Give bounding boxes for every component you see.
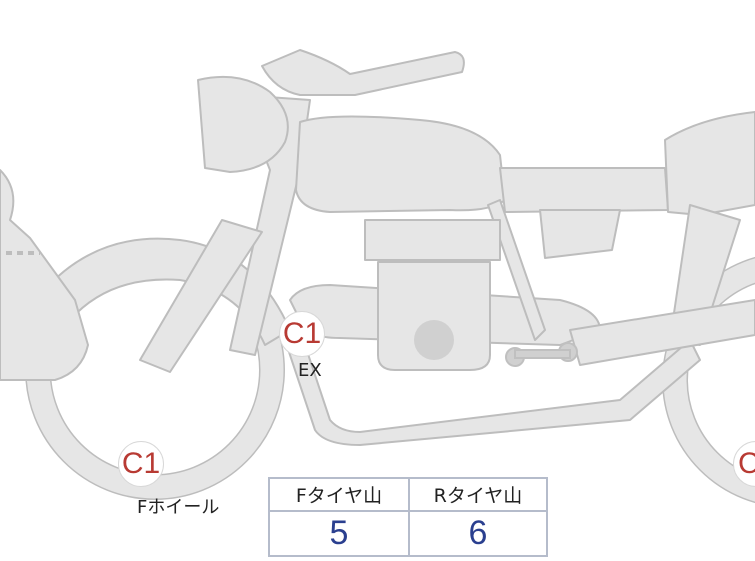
seat bbox=[499, 167, 669, 213]
frame-rear bbox=[487, 199, 546, 341]
front-edge-object bbox=[0, 169, 89, 381]
marker-front-wheel-label: Fホイール bbox=[137, 497, 220, 518]
marker-rear-wheel-code: C bbox=[738, 447, 755, 480]
table-divider bbox=[408, 479, 410, 555]
foot-peg bbox=[505, 342, 578, 367]
frame-down-tube bbox=[229, 94, 311, 356]
front-tread-value: 5 bbox=[329, 514, 349, 552]
fuel-tank bbox=[295, 115, 506, 213]
rear-tread-header: Rタイヤ山 bbox=[410, 479, 546, 512]
marker-ex-label: EX bbox=[298, 360, 322, 381]
handlebar bbox=[261, 49, 465, 96]
marker-rear-wheel: C bbox=[733, 441, 755, 487]
exhaust-lower bbox=[284, 329, 701, 446]
side-panel bbox=[539, 209, 621, 259]
marker-front-wheel-code: C1 bbox=[121, 447, 161, 480]
front-tread-header: Fタイヤ山 bbox=[270, 479, 408, 512]
engine-cover bbox=[414, 320, 454, 360]
engine-head bbox=[364, 219, 501, 261]
headlight bbox=[197, 75, 289, 173]
tire-tread-table: Fタイヤ山 Rタイヤ山 5 6 bbox=[268, 477, 548, 557]
marker-front-wheel: C1 bbox=[118, 441, 164, 487]
marker-ex-code: C1 bbox=[282, 317, 322, 350]
rear-cowl bbox=[664, 111, 755, 216]
engine-block bbox=[377, 261, 491, 371]
swing-arm bbox=[569, 299, 755, 366]
rear-tread-value: 6 bbox=[468, 514, 488, 552]
front-fork bbox=[139, 219, 263, 373]
marker-ex: C1 bbox=[279, 311, 325, 357]
